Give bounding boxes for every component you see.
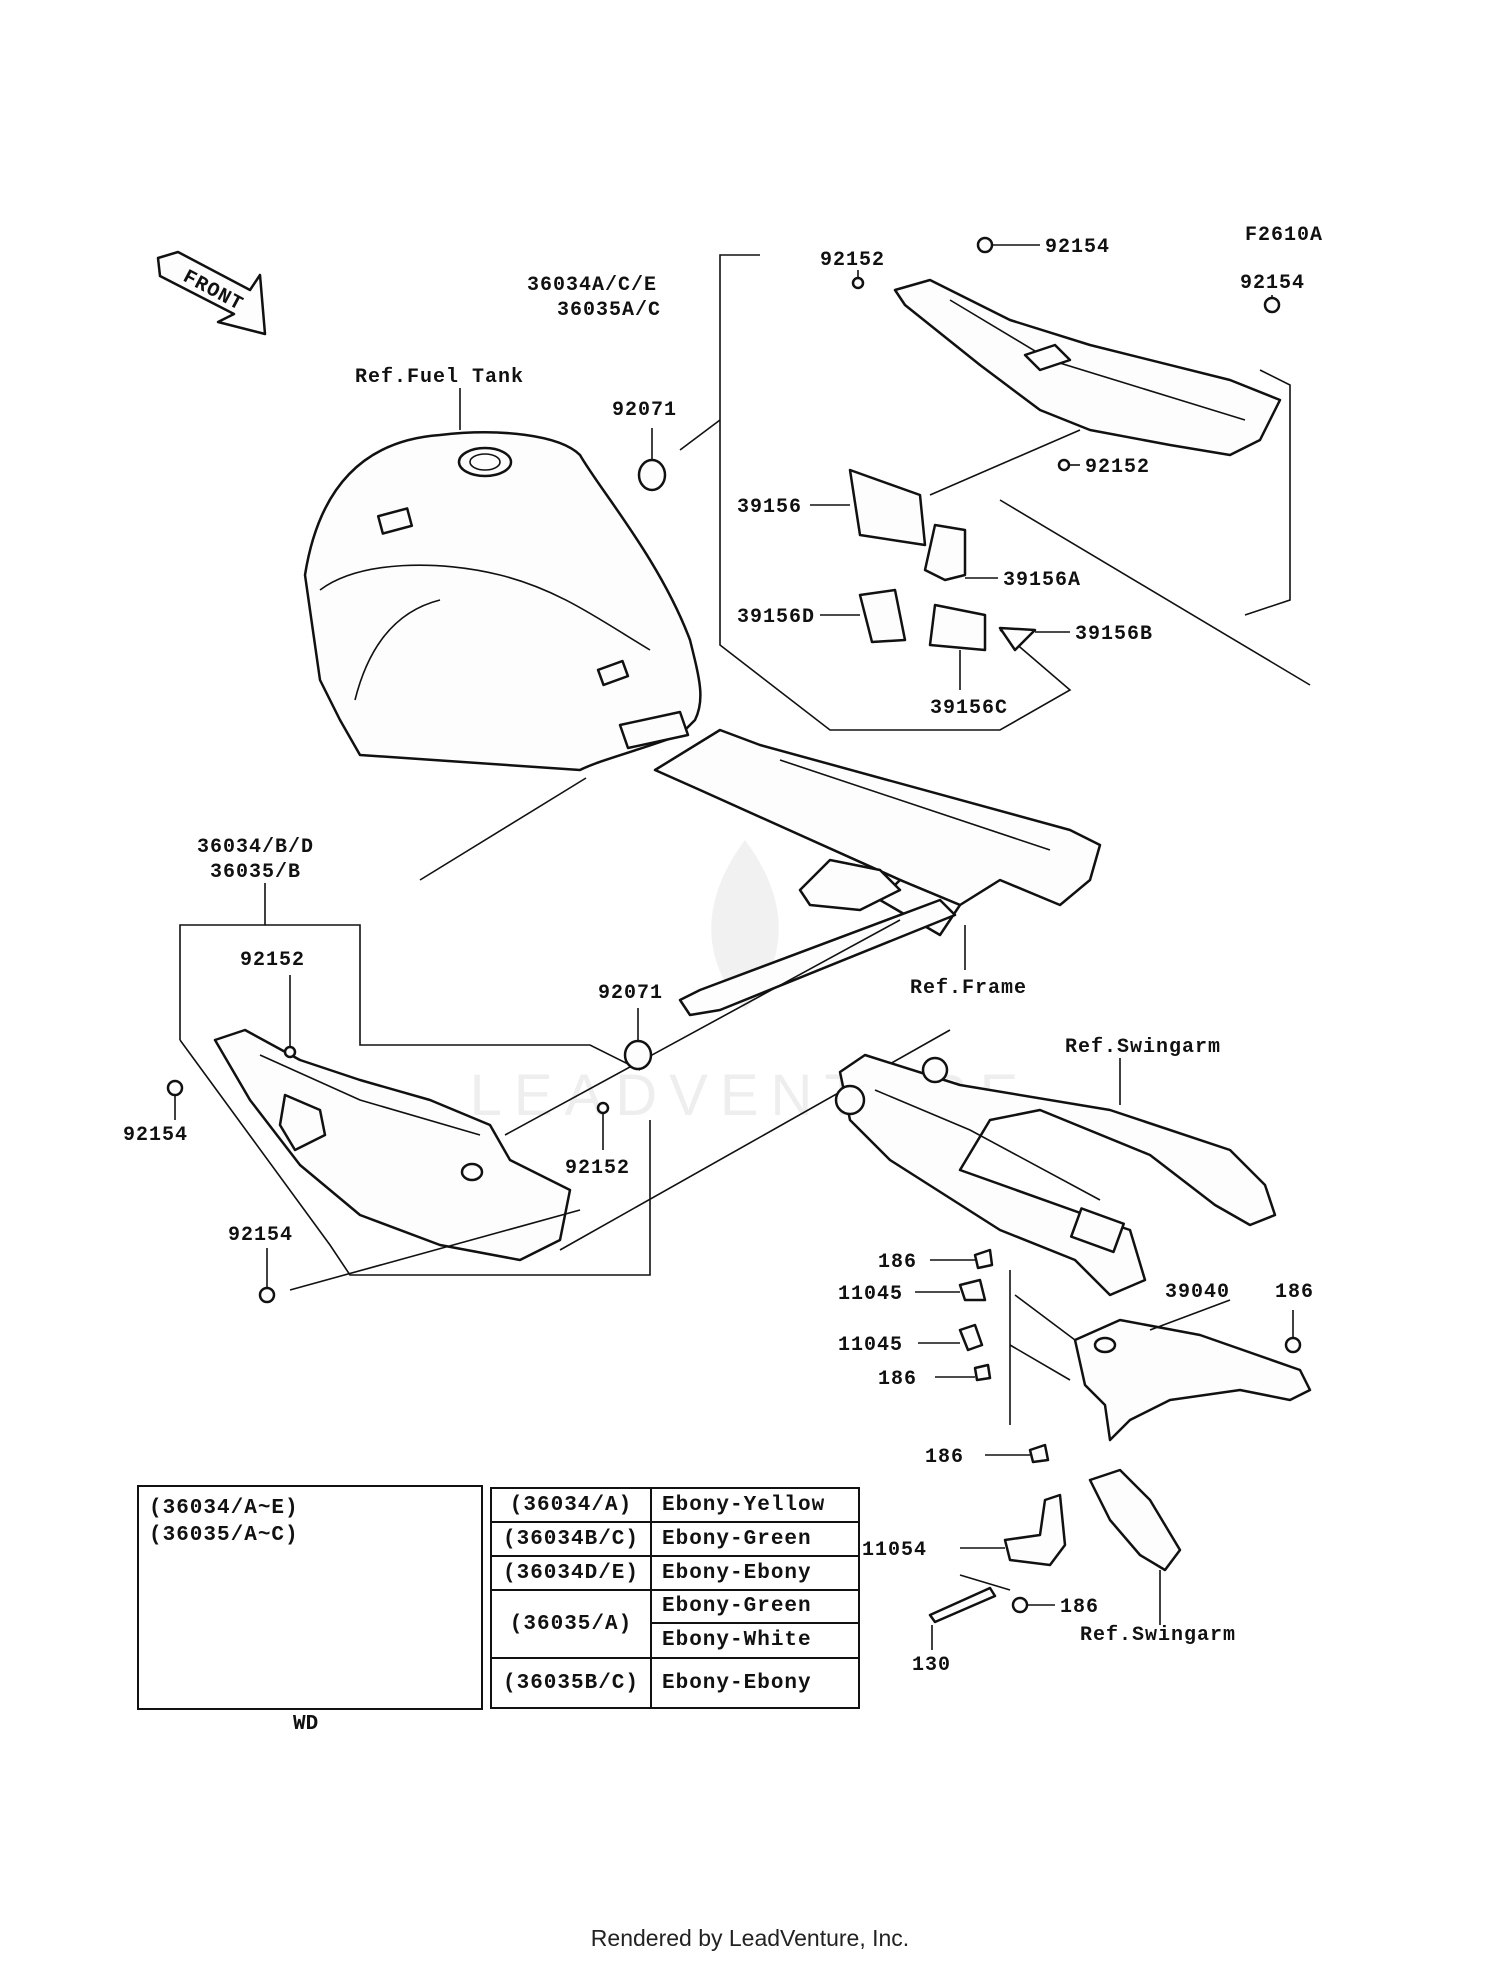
part-label: 11054 bbox=[862, 1539, 927, 1562]
front-arrow-icon: FRONT bbox=[156, 250, 267, 336]
part-label: 36035/B bbox=[210, 861, 301, 884]
part-label: 92154 bbox=[228, 1224, 293, 1247]
part-label: 39156 bbox=[737, 496, 802, 519]
table-color: Ebony-Green bbox=[662, 1527, 812, 1551]
table-code: (36034D/E) bbox=[492, 1557, 652, 1589]
part-label: Ref.Swingarm bbox=[1080, 1624, 1236, 1647]
part-label: 36034/B/D bbox=[197, 836, 314, 859]
part-label: 39156C bbox=[930, 697, 1008, 720]
fuel-tank: Ref.Fuel Tank bbox=[303, 366, 702, 881]
table-color-group: Ebony-Green Ebony-White bbox=[652, 1591, 858, 1657]
part-label: 186 bbox=[925, 1446, 964, 1469]
table-code: (36035B/C) bbox=[492, 1659, 652, 1707]
table-color: Ebony-Ebony bbox=[662, 1561, 812, 1585]
part-label: 186 bbox=[1060, 1596, 1099, 1619]
table-row: (36034/A) Ebony-Yellow bbox=[492, 1489, 858, 1523]
part-label: 11045 bbox=[838, 1334, 903, 1357]
table-row: (36035B/C) Ebony-Ebony bbox=[492, 1659, 858, 1707]
part-label: 92154 bbox=[123, 1124, 188, 1147]
part-label: 92071 bbox=[598, 982, 663, 1005]
table-row: (36034D/E) Ebony-Ebony bbox=[492, 1557, 858, 1591]
part-label: 186 bbox=[878, 1368, 917, 1391]
inset-line2: (36035/A~C) bbox=[149, 1524, 299, 1547]
diagram-code: F2610A bbox=[1245, 224, 1323, 247]
part-label: 92154 bbox=[1240, 272, 1305, 295]
footer-credit: Rendered by LeadVenture, Inc. bbox=[590, 1925, 910, 1951]
lower-cover-group: 36034/B/D 36035/B bbox=[179, 836, 951, 1291]
part-label: 130 bbox=[912, 1654, 951, 1677]
color-table: (36034/A) Ebony-Yellow (36034B/C) Ebony-… bbox=[490, 1487, 860, 1709]
part-label: Ref.Fuel Tank bbox=[355, 366, 524, 389]
part-label: 92152 bbox=[565, 1157, 630, 1180]
part-label: Ref.Swingarm bbox=[1065, 1036, 1221, 1059]
decals: 39156 39156A 39156D 39156C 39156B bbox=[737, 468, 1153, 720]
table-color: Ebony-White bbox=[662, 1629, 812, 1653]
table-color: Ebony-Ebony bbox=[662, 1671, 812, 1695]
part-label: 36034A/C/E bbox=[527, 274, 657, 297]
part-label: 39040 bbox=[1165, 1281, 1230, 1304]
part-label: 92154 bbox=[1045, 236, 1110, 259]
part-label: 186 bbox=[1275, 1281, 1314, 1304]
table-color: Ebony-Yellow bbox=[662, 1493, 826, 1517]
inset-line1: (36034/A~E) bbox=[149, 1497, 299, 1520]
part-label: 186 bbox=[878, 1251, 917, 1274]
inset-box: (36034/A~E) (36035/A~C) bbox=[137, 1485, 483, 1710]
table-code: (36034B/C) bbox=[492, 1523, 652, 1555]
table-code: (36034/A) bbox=[492, 1489, 652, 1521]
inset-caption: WD bbox=[293, 1713, 319, 1736]
swingarm: Ref.Swingarm bbox=[834, 1036, 1277, 1425]
chain-guard: 39040 186 186 11045 11045 186 186 11054 … bbox=[838, 1248, 1314, 1677]
part-label: 92152 bbox=[820, 249, 885, 272]
part-label: 92071 bbox=[612, 399, 677, 422]
upper-cover-group: 36034A/C/E 36035A/C bbox=[527, 254, 1311, 731]
table-row: (36034B/C) Ebony-Green bbox=[492, 1523, 858, 1557]
part-label: 39156A bbox=[1003, 569, 1081, 592]
part-label: 92152 bbox=[240, 949, 305, 972]
part-label: 39156D bbox=[737, 606, 815, 629]
frame: Ref.Frame bbox=[653, 728, 1102, 1017]
table-color: Ebony-Green bbox=[652, 1591, 858, 1625]
part-label: 39156B bbox=[1075, 623, 1153, 646]
part-label: Ref.Frame bbox=[910, 977, 1027, 1000]
part-label: 11045 bbox=[838, 1283, 903, 1306]
table-row: (36035/A) Ebony-Green Ebony-White bbox=[492, 1591, 858, 1659]
lower-fasteners: 92152 92071 92154 92152 92154 bbox=[123, 949, 663, 1304]
upper-fasteners: 92154 92152 92154 92152 92071 bbox=[612, 236, 1305, 492]
table-code: (36035/A) bbox=[492, 1591, 652, 1657]
part-label: 36035A/C bbox=[557, 299, 661, 322]
part-label: 92152 bbox=[1085, 456, 1150, 479]
